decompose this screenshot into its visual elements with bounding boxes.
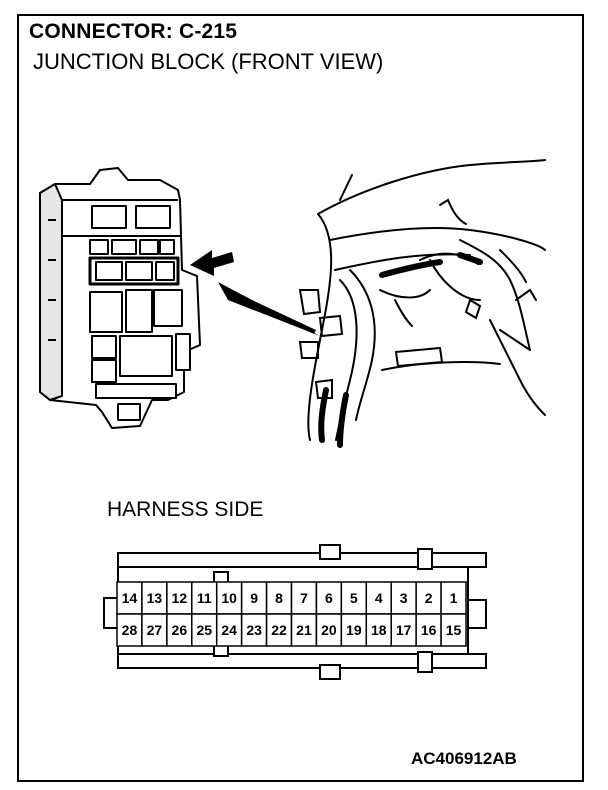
- terminal-cell: [290, 613, 318, 647]
- terminal-14: 14: [117, 583, 142, 613]
- terminal-4: 4: [366, 583, 391, 613]
- terminal-17: 17: [391, 615, 416, 645]
- terminal-number: 17: [395, 622, 412, 638]
- terminal-number: 4: [374, 590, 383, 606]
- terminal-23: 23: [242, 615, 267, 645]
- terminal-cell: [440, 581, 467, 615]
- terminal-cell: [240, 613, 268, 647]
- terminal-number: 7: [300, 590, 308, 606]
- terminal-18: 18: [366, 615, 391, 645]
- terminal-27: 27: [142, 615, 167, 645]
- terminal-number: 26: [171, 622, 188, 638]
- terminal-number: 27: [146, 622, 163, 638]
- terminal-number: 19: [346, 622, 362, 638]
- diagram-frame: [17, 14, 584, 782]
- harness-side-label: HARNESS SIDE: [107, 498, 264, 521]
- terminal-number: 6: [325, 590, 333, 606]
- terminal-cell: [265, 613, 293, 647]
- terminal-2: 2: [416, 583, 441, 613]
- terminal-19: 19: [341, 615, 366, 645]
- terminal-3: 3: [391, 583, 416, 613]
- terminal-number: 9: [250, 590, 258, 606]
- terminal-number: 8: [275, 590, 283, 606]
- terminal-number: 20: [321, 622, 337, 638]
- terminal-22: 22: [267, 615, 292, 645]
- terminal-15: 15: [441, 615, 466, 645]
- terminal-cell: [365, 613, 392, 647]
- terminal-number: 3: [399, 590, 408, 606]
- figure-id: AC406912AB: [411, 749, 517, 768]
- terminal-number: 16: [420, 622, 437, 638]
- terminal-24: 24: [217, 615, 242, 645]
- terminal-number: 28: [121, 622, 138, 638]
- terminal-number: 24: [221, 622, 237, 638]
- terminal-number: 21: [296, 622, 312, 638]
- terminal-number: 5: [349, 590, 358, 606]
- terminal-1: 1: [441, 583, 466, 613]
- terminal-20: 20: [316, 615, 341, 645]
- terminal-25: 25: [192, 615, 217, 645]
- terminal-number: 23: [246, 622, 262, 638]
- terminal-number: 2: [424, 590, 433, 606]
- terminal-28: 28: [117, 615, 142, 645]
- terminal-cell: [415, 613, 442, 647]
- terminal-21: 21: [292, 615, 317, 645]
- terminal-number: 13: [146, 590, 163, 606]
- terminal-number: 14: [121, 590, 138, 606]
- terminal-cell: [166, 613, 193, 647]
- terminal-10: 10: [217, 583, 242, 613]
- terminal-number: 22: [271, 622, 287, 638]
- terminal-9: 9: [242, 583, 267, 613]
- terminal-number: 12: [171, 590, 188, 606]
- terminal-cell: [440, 613, 467, 647]
- terminal-cell: [141, 613, 168, 647]
- connector-title: CONNECTOR: C-215: [29, 20, 238, 43]
- terminal-cell: [215, 581, 243, 615]
- terminal-26: 26: [167, 615, 192, 645]
- terminal-13: 13: [142, 583, 167, 613]
- terminal-8: 8: [267, 583, 292, 613]
- terminal-6: 6: [316, 583, 341, 613]
- terminal-12: 12: [167, 583, 192, 613]
- terminal-16: 16: [416, 615, 441, 645]
- terminal-cell: [390, 581, 417, 615]
- terminal-5: 5: [341, 583, 366, 613]
- terminal-number: 15: [445, 622, 462, 638]
- terminal-7: 7: [292, 583, 317, 613]
- terminal-number: 11: [196, 590, 212, 606]
- connector-subtitle: JUNCTION BLOCK (FRONT VIEW): [33, 49, 384, 74]
- terminal-number: 25: [196, 622, 213, 638]
- terminal-number: 10: [221, 590, 237, 606]
- terminal-number: 1: [449, 590, 458, 606]
- terminal-number: 18: [370, 622, 387, 638]
- terminal-11: 11: [192, 583, 217, 613]
